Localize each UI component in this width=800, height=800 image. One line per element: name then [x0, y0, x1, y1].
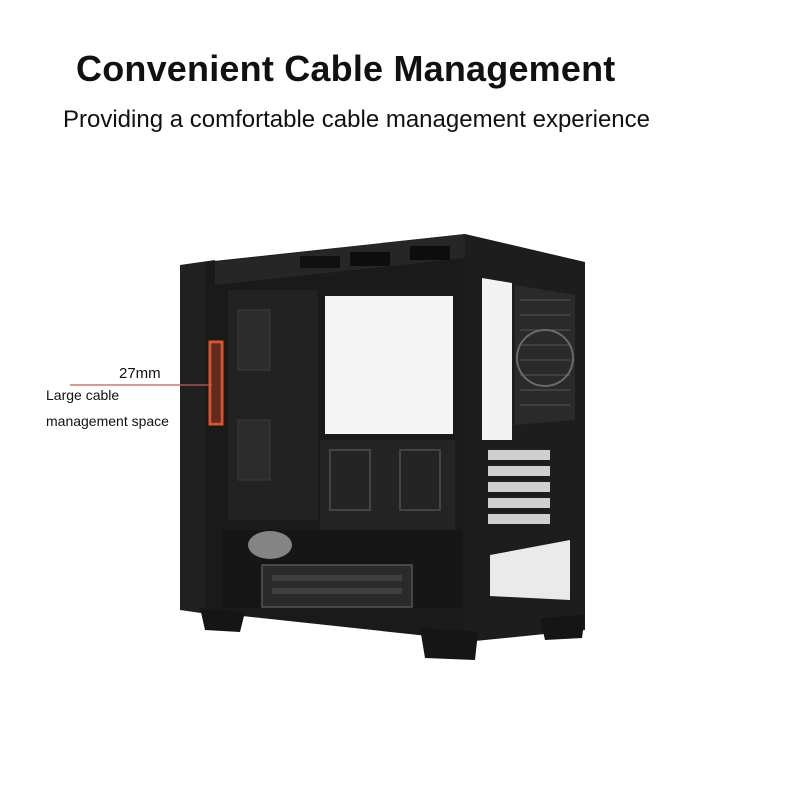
page-subtitle: Providing a comfortable cable management…	[63, 106, 651, 133]
page-title: Convenient Cable Management	[76, 48, 616, 89]
cable-space-highlight	[208, 340, 224, 426]
cable-space-label-line2: management space	[46, 413, 169, 429]
psu-chamber	[222, 530, 462, 608]
cable-space-measurement: 27mm	[119, 365, 161, 382]
case-feet	[200, 608, 585, 660]
case-side-panel	[465, 234, 585, 642]
cable-space-label-line1: Large cable	[46, 387, 120, 403]
motherboard-tray	[228, 290, 455, 530]
